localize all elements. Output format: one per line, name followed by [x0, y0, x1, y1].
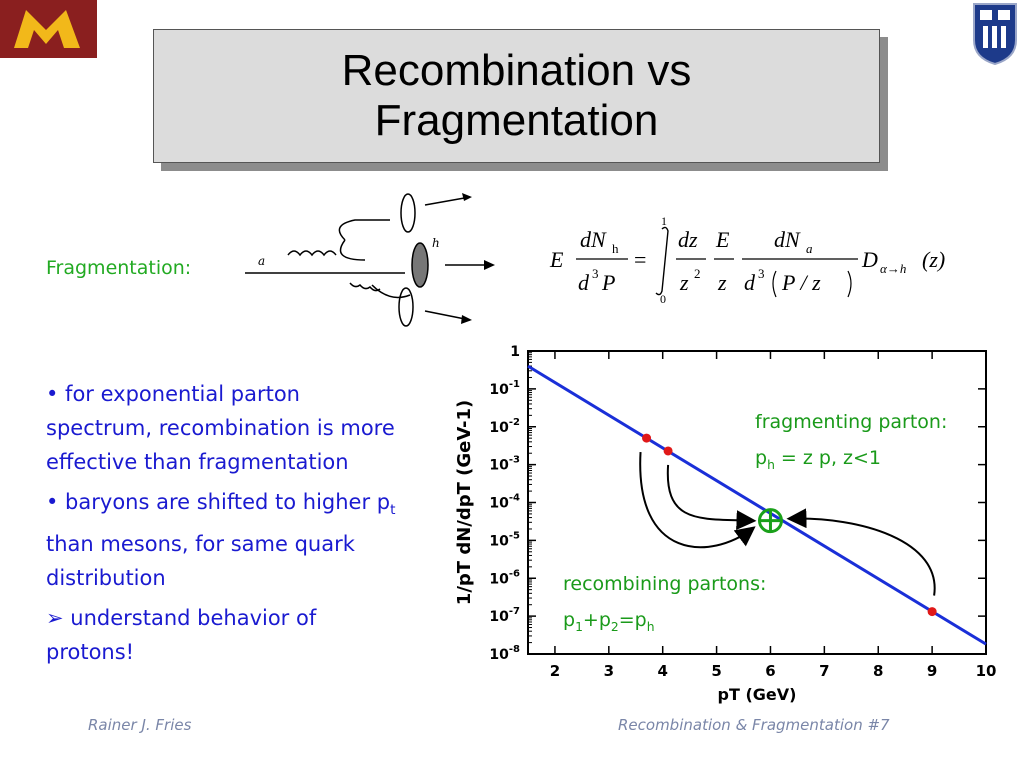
arrow-bullet-icon: ➢ [46, 606, 64, 631]
y-tick-label: 10-2 [489, 417, 520, 436]
university-crest-right [970, 0, 1020, 66]
x-tick-label: 9 [927, 662, 937, 680]
data-point [663, 446, 673, 456]
parton-label: a [258, 254, 265, 268]
svg-text:3: 3 [592, 266, 599, 281]
fragmentation-arrow [786, 508, 936, 596]
y-tick-label: 10-8 [489, 644, 520, 663]
recombining-title: recombining partons: [563, 573, 767, 595]
svg-text:2: 2 [694, 266, 701, 281]
university-logo-left [0, 0, 97, 58]
x-tick-label: 4 [657, 662, 667, 680]
title-line-2: Fragmentation [374, 96, 659, 145]
fragmenting-title: fragmenting parton: [755, 411, 948, 433]
recombining-annotation: recombining partons: p1+p2=ph [563, 566, 766, 645]
data-point [927, 607, 937, 617]
y-tick-label: 10-6 [489, 568, 520, 587]
feynman-diagram: a h [245, 193, 495, 327]
svg-text:E: E [549, 247, 564, 272]
svg-text:E: E [715, 227, 730, 252]
bullet-1: • for exponential parton spectrum, recom… [46, 382, 395, 474]
footer-author: Rainer J. Fries [88, 716, 192, 734]
y-tick-label: 10-5 [489, 530, 520, 549]
svg-text:D: D [861, 247, 878, 272]
svg-text:α→h: α→h [880, 261, 906, 276]
svg-text:h: h [612, 241, 619, 256]
svg-text:0: 0 [660, 292, 666, 306]
y-tick-label: 10-1 [489, 379, 520, 398]
svg-text:z: z [717, 270, 727, 295]
svg-text:d: d [578, 270, 590, 295]
svg-text:(z): (z) [922, 247, 945, 272]
x-tick-label: 5 [711, 662, 721, 680]
title-box: Recombination vs Fragmentation [153, 29, 880, 163]
x-tick-label: 8 [873, 662, 883, 680]
bullet-list: • for exponential parton spectrum, recom… [46, 377, 406, 675]
svg-text:P: P [601, 270, 615, 295]
title-line-1: Recombination vs [341, 46, 692, 95]
spectrum-chart: 1 10-1 10-2 10-3 10-4 10-5 10-6 10-7 10-8 2 3 4 5 6 7 8… [454, 344, 997, 704]
svg-text:P / z: P / z [781, 270, 821, 295]
y-tick-label: 10-7 [489, 606, 520, 625]
y-tick-label: 1 [510, 344, 520, 360]
svg-text:z: z [679, 270, 689, 295]
slide-title: Recombination vs Fragmentation [257, 46, 777, 146]
svg-text:dN: dN [774, 227, 801, 252]
data-point [642, 433, 652, 443]
recombination-arrow-2 [666, 464, 757, 531]
fragmentation-formula: E dN h d 3 P = 1 0 dz z 2 E z dN a d 3 P… [549, 215, 945, 306]
x-tick-label: 6 [765, 662, 775, 680]
svg-text:3: 3 [758, 266, 765, 281]
spectrum-line [527, 364, 987, 646]
svg-text:a: a [806, 241, 813, 256]
x-tick-label: 3 [604, 662, 614, 680]
footer-slide-title: Recombination & Fragmentation #7 [618, 716, 890, 734]
fragmentation-label: Fragmentation: [46, 257, 192, 279]
fragmenting-annotation: fragmenting parton: ph = z p, z<1 [755, 404, 947, 483]
recombining-relation: p1+p2=ph [563, 609, 655, 634]
svg-text:=: = [634, 247, 646, 272]
bullet-3: ➢ understand behavior of protons! [46, 606, 317, 665]
svg-text:d: d [744, 270, 756, 295]
y-tick-label: 10-4 [489, 493, 520, 512]
x-axis-label: pT (GeV) [718, 685, 797, 704]
hadron-label: h [432, 236, 440, 250]
x-tick-label: 7 [819, 662, 829, 680]
y-axis-label: 1/pT dN/dpT (GeV-1) [454, 400, 475, 605]
fragmenting-relation: ph = z p, z<1 [755, 447, 882, 472]
recombination-arrow-1 [639, 452, 756, 549]
x-tick-label: 10 [976, 662, 997, 680]
y-tick-label: 10-3 [489, 455, 520, 474]
svg-text:dN: dN [580, 227, 607, 252]
x-tick-label: 2 [550, 662, 560, 680]
svg-text:1: 1 [661, 215, 667, 228]
svg-text:dz: dz [678, 227, 698, 252]
bullet-2: • baryons are shifted to higher pt than … [46, 490, 396, 591]
